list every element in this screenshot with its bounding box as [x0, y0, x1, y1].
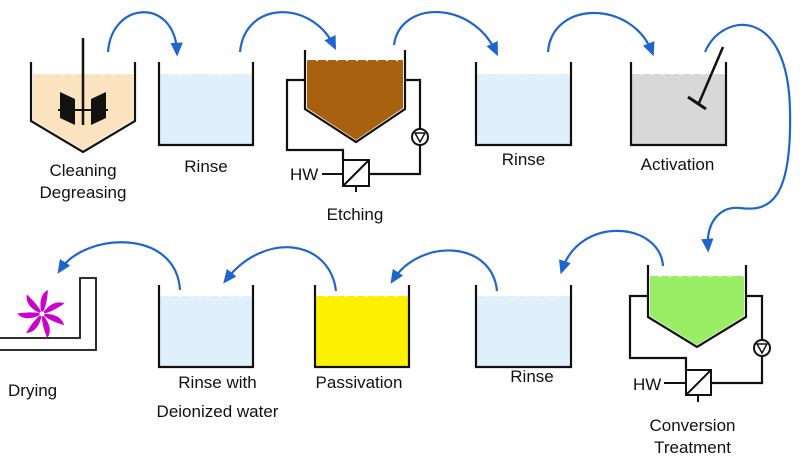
arrow-rinse2-to-activation [546, 11, 655, 57]
rinse1-tank [157, 62, 255, 147]
conversion-tank [628, 265, 771, 402]
conversion-label-line1: Conversion [649, 416, 736, 435]
conversion-label-line2: Treatment [654, 438, 731, 457]
arrow-passivation-to-rinse4 [223, 246, 338, 292]
rinse4-label-line1: Rinse with [178, 373, 257, 392]
etching-tank [285, 50, 429, 192]
activation-tank [629, 46, 728, 147]
cleaning-label: Cleaning Degreasing [18, 160, 148, 204]
rinse3-tank [474, 285, 573, 369]
drying-station [0, 277, 97, 351]
rinse4-label-line2: Deionized water [156, 402, 279, 421]
arrow-etching-to-rinse2 [392, 11, 498, 57]
rinse2-label: Rinse [501, 150, 546, 169]
drying-fan-icon [17, 290, 65, 339]
arrow-rinse4-to-drying [57, 241, 182, 291]
cleaning-tank [29, 38, 137, 154]
etching-pump-icon [411, 128, 429, 146]
arrow-activation-to-conversion [701, 23, 792, 253]
rinse1-label: Rinse [184, 157, 228, 176]
cleaning-label-line1: Cleaning [49, 161, 117, 180]
conversion-heat-exchanger-icon [685, 369, 712, 402]
passivation-tank [313, 285, 411, 369]
stirrer-icon [58, 38, 108, 125]
rinse3-label: Rinse [510, 367, 554, 386]
arrow-cleaning-to-rinse1 [106, 11, 183, 57]
arrow-rinse3-to-passivation [390, 249, 499, 292]
passivation-label: Passivation [315, 373, 403, 392]
rinse2-tank [474, 62, 573, 147]
drying-label: Drying [8, 381, 58, 400]
conversion-hw-label: HW [633, 375, 662, 394]
etching-label: Etching [326, 205, 384, 224]
cleaning-label-line2: Degreasing [39, 183, 127, 202]
activation-scraper-icon [687, 46, 725, 111]
arrow-rinse1-to-etching [238, 11, 336, 53]
etching-hw-label: HW [290, 165, 319, 184]
arrow-conversion-to-rinse3 [559, 229, 665, 275]
rinse4-label: Rinse with Deionized water [140, 372, 295, 423]
etching-heat-exchanger-icon [342, 159, 370, 192]
activation-label: Activation [640, 155, 715, 174]
conversion-pump-icon [753, 339, 771, 357]
conversion-label: Conversion Treatment [630, 415, 755, 459]
flow-arrows [57, 11, 792, 292]
rinse4-tank [157, 285, 255, 369]
